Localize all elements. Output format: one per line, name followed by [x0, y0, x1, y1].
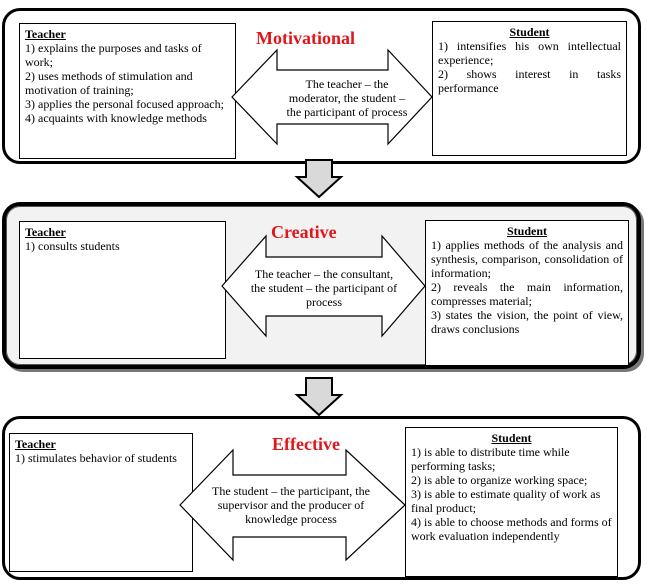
teacher-item: 4) acquaints with knowledge methods	[25, 111, 207, 125]
teacher-heading: Teacher	[25, 225, 66, 239]
student-item: 4) is able to choose methods and forms o…	[411, 515, 612, 543]
stage-title-motivational: Motivational	[256, 28, 355, 48]
down-arrow	[294, 377, 344, 417]
teacher-heading: Teacher	[15, 437, 56, 451]
teacher-heading: Teacher	[25, 27, 66, 41]
teacher-item: 2) uses methods of stimulation and motiv…	[25, 69, 193, 97]
teacher-item: 3) applies the personal focused approach…	[25, 97, 224, 111]
down-arrow	[294, 159, 344, 199]
student-item: 2) shows interest in tasks performance	[438, 67, 621, 95]
student-box-motivational: Student 1) intensifies his own intellect…	[432, 21, 627, 156]
arrow-text-creative: The teacher – the consultant, the studen…	[250, 267, 398, 309]
teacher-item: 1) consults students	[25, 239, 120, 253]
student-item: 3) states the vision, the point of view,…	[431, 308, 623, 336]
arrow-text-effective: The student – the participant, the super…	[212, 484, 370, 526]
teacher-box-effective: Teacher 1) stimulates behavior of studen…	[9, 433, 193, 572]
teacher-item: 1) stimulates behavior of students	[15, 451, 177, 465]
student-item: 1) is able to distribute time while perf…	[411, 445, 570, 473]
stage-effective	[2, 416, 641, 580]
student-item: 1) intensifies his own intellectual expe…	[438, 39, 621, 67]
teacher-item: 1) explains the purposes and tasks of wo…	[25, 41, 202, 69]
student-heading: Student	[509, 25, 550, 39]
stage-title-creative: Creative	[271, 222, 337, 242]
student-item: 2) is able to organize working space;	[411, 473, 588, 487]
student-item: 1) applies methods of the analysis and s…	[431, 238, 623, 280]
student-heading: Student	[491, 431, 532, 445]
stage-title-effective: Effective	[272, 434, 340, 454]
teacher-box-creative: Teacher 1) consults students	[19, 221, 226, 359]
teacher-box-motivational: Teacher 1) explains the purposes and tas…	[19, 23, 236, 159]
student-box-creative: Student 1) applies methods of the analys…	[425, 220, 629, 366]
student-item: 3) is able to estimate quality of work a…	[411, 487, 601, 515]
student-item: 2) reveals the main information, compres…	[431, 280, 623, 308]
student-heading: Student	[506, 224, 547, 238]
student-box-effective: Student 1) is able to distribute time wh…	[405, 427, 618, 577]
arrow-text-motivational: The teacher – the moderator, the student…	[286, 77, 408, 119]
